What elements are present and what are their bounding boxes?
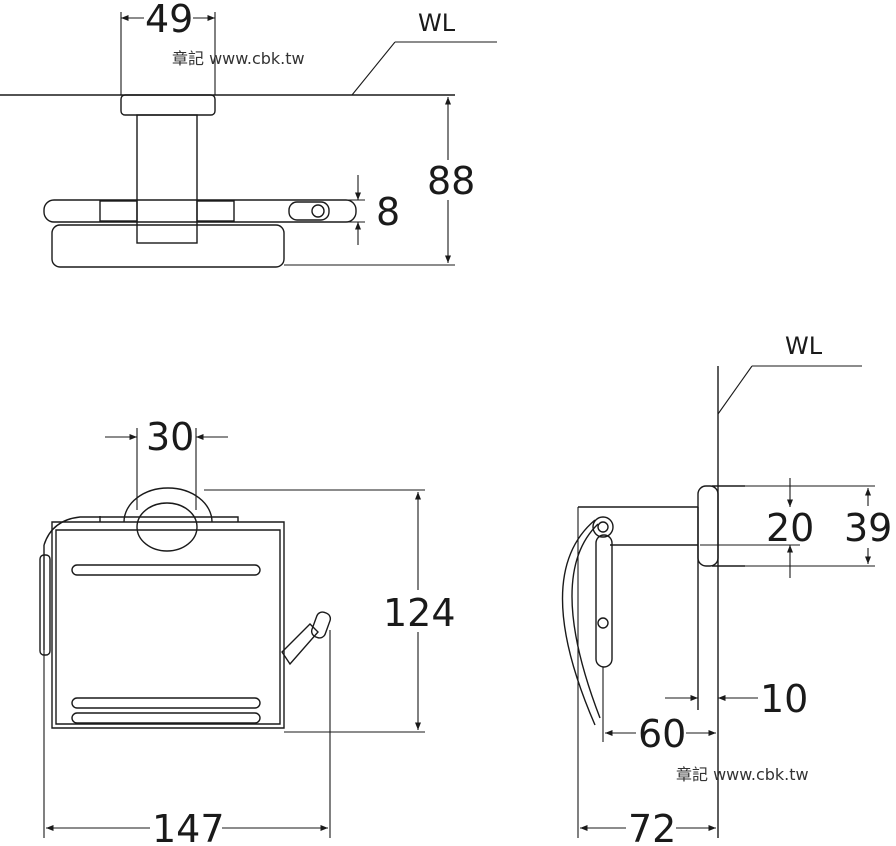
side-cover-curve [561,519,596,726]
side-flange-lines [712,485,745,567]
dim-20-label: 20 [766,506,814,550]
cover-slot-top [71,564,261,576]
side-cover-curve-inner [571,523,601,719]
dim-49-label: 49 [145,0,193,41]
bar-end-cap [288,201,330,221]
watermark: 章記 www.cbk.tw [172,49,305,68]
roll-arm-tip [310,611,332,639]
cover-slot-bottom [71,712,261,724]
dim-10-label: 10 [760,677,808,721]
dim-147-label: 147 [152,807,225,846]
wl-leader-top [351,41,396,96]
cover-top-edge [43,516,239,546]
wall-flange [120,94,216,116]
bar-clamp-right [196,200,235,222]
top-view: WL 49 88 8 章記 www.cbk.tw [0,0,497,268]
cover-hinge [39,554,51,656]
watermark: 章記 www.cbk.tw [676,765,809,784]
side-pivot [592,516,614,538]
roll-arm [281,623,319,666]
knob-outer [123,487,213,523]
dim-60-label: 60 [638,712,686,756]
wl-label-side: WL [785,332,823,360]
cover-inner-outline [55,529,281,725]
side-arm [595,534,613,668]
wl-label-top: WL [418,9,456,37]
side-arm-pin [597,617,609,629]
dim-8-label: 8 [376,190,400,234]
support-post [136,114,198,244]
side-wall-flange [697,485,719,567]
front-view: 30 124 147 [39,415,456,846]
dim-39-label: 39 [844,506,892,550]
bar-end-screw [311,204,325,218]
holder-bar [43,199,357,223]
wl-leader-side [717,365,753,415]
cover-slot-mid [71,697,261,709]
dim-30-label: 30 [146,415,194,459]
knob-inner [136,502,198,552]
bar-clamp-left [99,200,138,222]
base-plate [51,224,285,268]
dim-72-label: 72 [628,807,676,846]
side-pivot-inner [597,521,609,533]
dim-88-label: 88 [427,159,475,203]
cover-outline [51,521,285,729]
side-view: WL 20 39 10 60 [561,332,892,846]
dim-124-label: 124 [383,591,456,635]
